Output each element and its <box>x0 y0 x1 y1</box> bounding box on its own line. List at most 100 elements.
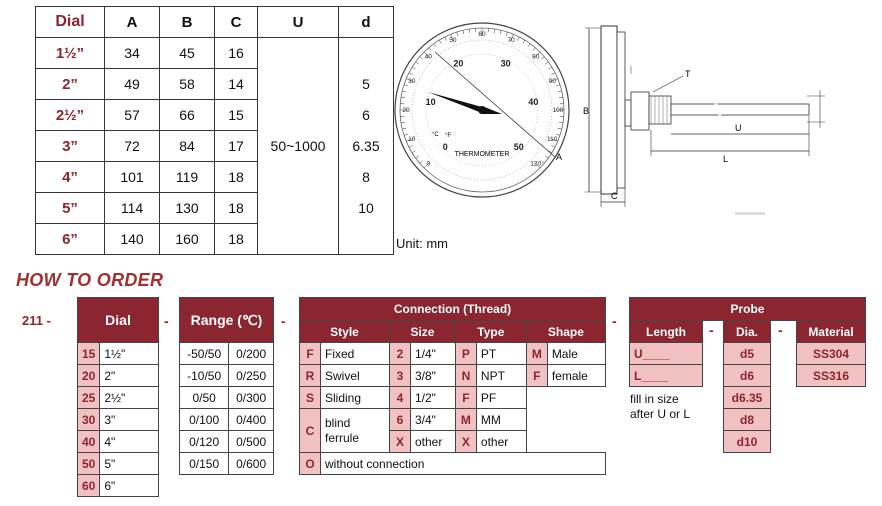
probe-note-line: fill in size <box>630 392 679 406</box>
cell-u: 50~1000 <box>257 37 339 255</box>
style-code[interactable]: R <box>299 364 321 387</box>
scale-tick <box>411 150 416 154</box>
style-label: Swivel <box>320 364 390 387</box>
scale-tick <box>544 155 549 159</box>
cell-dial: 3” <box>35 130 105 162</box>
table-row: 4” 101 119 18 <box>35 161 394 193</box>
cell-a: 57 <box>104 99 160 131</box>
dia-option[interactable]: d6 <box>723 364 771 387</box>
scale-outer-label: 80 <box>532 53 540 60</box>
dial-code: 40 <box>76 430 101 453</box>
type-code[interactable]: X <box>454 430 477 453</box>
cell-dial: 1½” <box>35 37 105 69</box>
col-a: A <box>104 6 160 38</box>
dial-code: 60 <box>76 474 101 497</box>
dia-option[interactable]: d8 <box>723 408 771 431</box>
col-d: d <box>338 6 394 38</box>
size-code[interactable]: X <box>389 430 411 453</box>
range-value: -10/50 <box>178 364 230 387</box>
scale-tick <box>400 96 406 99</box>
type-code[interactable]: M <box>454 408 477 431</box>
scale-tick <box>550 138 558 142</box>
scale-inner-label: 10 <box>426 97 436 107</box>
thermometer-front-diagram: 0102030405060708090100110120 01020304050… <box>394 22 570 198</box>
shape-subheader: Shape <box>525 320 607 343</box>
dim-label-t: T <box>685 69 691 79</box>
scale-tick <box>403 84 408 87</box>
cell-dial: 4” <box>35 161 105 193</box>
scale-tick <box>551 145 556 148</box>
cell-c: 18 <box>214 223 258 255</box>
cell-a: 72 <box>104 130 160 162</box>
without-code[interactable]: O <box>299 452 321 475</box>
shape-code[interactable]: F <box>525 364 548 387</box>
table-row: 1½” 34 45 16 50~1000 5 6 6.35 8 10 <box>35 37 394 255</box>
table-row: 6” 140 160 18 <box>35 223 394 255</box>
size-code[interactable]: 2 <box>389 342 411 365</box>
length-l-option[interactable]: L____ <box>629 364 703 387</box>
dia-option[interactable]: d10 <box>723 430 771 453</box>
size-label: 3/4" <box>410 408 456 431</box>
cell-dial: 2½” <box>35 99 105 131</box>
degree-c-label: °C <box>432 132 439 138</box>
range-value: 0/600 <box>228 452 274 475</box>
dia-option[interactable]: d5 <box>723 342 771 365</box>
probe-material-table: Material SS304 SS316 <box>796 320 866 387</box>
cell-a: 34 <box>104 37 160 69</box>
type-label: other <box>475 430 527 453</box>
dim-label-b: B <box>583 106 589 116</box>
cell-d-values: 5 6 6.35 8 10 <box>338 37 394 255</box>
type-code[interactable]: F <box>454 386 477 409</box>
scale-tick <box>532 47 536 51</box>
scale-tick <box>556 84 561 87</box>
material-option[interactable]: SS304 <box>796 342 866 365</box>
dial-header: Dial <box>77 297 159 343</box>
range-value: 0/120 <box>178 430 230 453</box>
table-row: 3” 72 84 17 <box>35 130 394 162</box>
scale-tick <box>400 121 406 124</box>
probe-note: fill in size after U or L <box>630 392 690 422</box>
dial-code: 50 <box>76 452 101 475</box>
connection-header: Connection (Thread) <box>299 297 606 321</box>
order-prefix: 211 - <box>22 313 51 328</box>
style-code[interactable]: S <box>299 386 321 409</box>
cell-c: 18 <box>214 161 258 193</box>
cell-a: 101 <box>104 161 160 193</box>
cell-a: 140 <box>104 223 160 255</box>
dial-label: 3" <box>99 408 159 431</box>
cell-a: 114 <box>104 192 160 224</box>
type-code[interactable]: N <box>454 364 477 387</box>
size-code[interactable]: 6 <box>389 408 411 431</box>
dial-code: 30 <box>76 408 101 431</box>
dia-option[interactable]: d6.35 <box>723 386 771 409</box>
material-option[interactable]: SS316 <box>796 364 866 387</box>
type-code[interactable]: P <box>454 342 477 365</box>
connection-order-table: Connection (Thread) Style Size Type Shap… <box>299 297 607 475</box>
style-code[interactable]: F <box>299 342 321 365</box>
shape-code[interactable]: M <box>525 342 548 365</box>
thermometer-text: THERMOMETER <box>455 151 510 158</box>
style-code[interactable]: C <box>299 408 321 453</box>
cell-c: 16 <box>214 37 258 69</box>
scale-outer-label: 30 <box>408 78 416 85</box>
table-row: S Sliding 4 1/2" F PF <box>299 386 606 453</box>
size-code[interactable]: 3 <box>389 364 411 387</box>
col-c: C <box>214 6 258 38</box>
scale-outer-label: 90 <box>549 78 557 85</box>
pointer-needle <box>428 92 482 113</box>
length-u-option[interactable]: U____ <box>629 342 703 365</box>
size-code[interactable]: 4 <box>389 386 411 409</box>
